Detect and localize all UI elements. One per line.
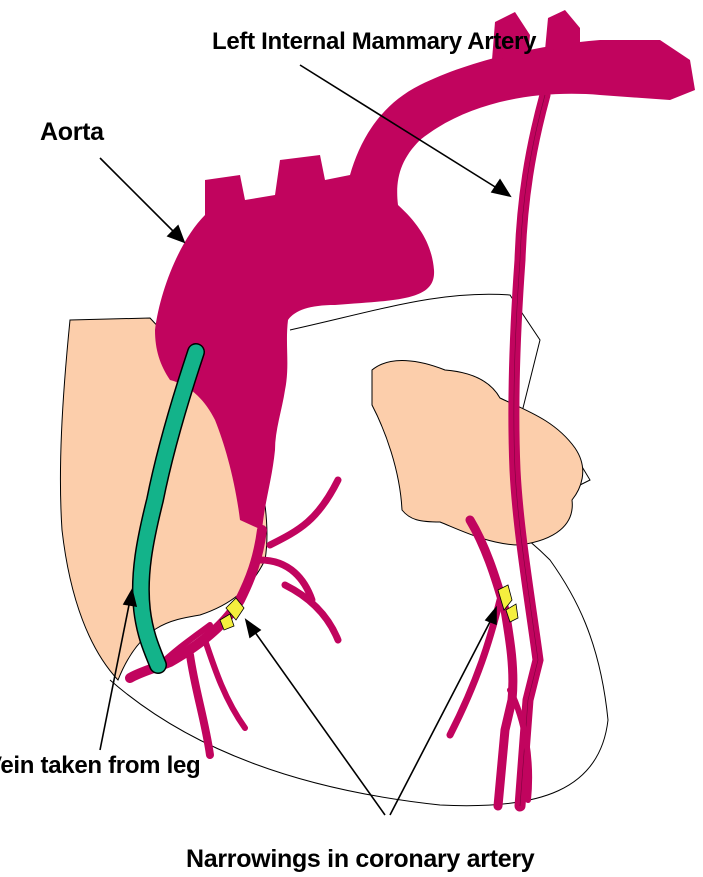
aortic-branch-2 <box>545 10 580 50</box>
coronary-branch-right <box>470 520 513 806</box>
arrow-aorta <box>100 158 178 236</box>
left-heart-tissue <box>372 361 583 545</box>
arrow-narrow-left-head <box>246 620 260 637</box>
arrow-lima-head <box>492 180 510 196</box>
coronary-sub-branch-5 <box>205 640 245 728</box>
arrow-narrow-right <box>390 618 492 815</box>
label-vein-taken-from-leg: Vein taken from leg <box>0 752 200 780</box>
arrow-narrow-right-head <box>486 608 496 624</box>
label-left-internal-mammary-artery: Left Internal Mammary Artery <box>212 28 536 56</box>
coronary-sub-branch-2 <box>270 480 338 545</box>
arrow-narrow-left <box>252 628 385 815</box>
label-aorta: Aorta <box>40 118 104 147</box>
label-narrowings-in-coronary-artery: Narrowings in coronary artery <box>186 845 534 874</box>
